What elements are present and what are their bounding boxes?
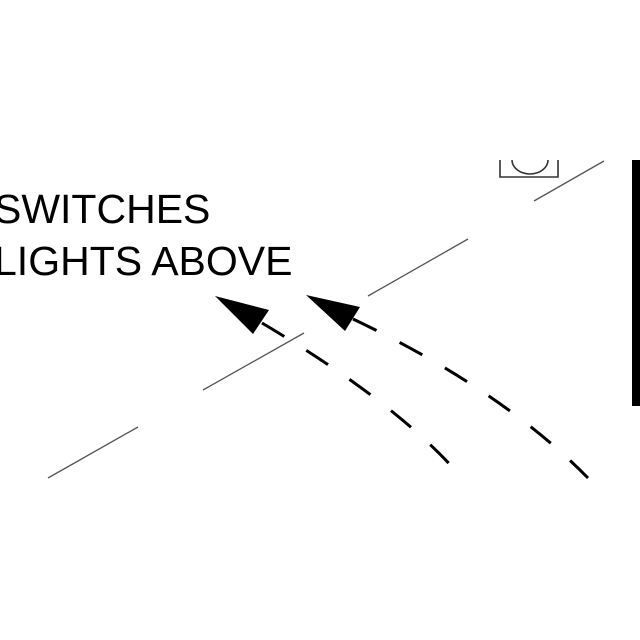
fixture-symbol — [499, 159, 559, 178]
switch-leg-right — [306, 295, 590, 480]
switch-leg-arrow — [215, 296, 269, 334]
fixture-arc — [511, 159, 549, 175]
dashed-switch-leg — [261, 321, 464, 479]
diagonal-line-seg-4 — [533, 160, 605, 202]
switch-leg-arrow — [306, 295, 360, 331]
note-text-line-2: LIGHTS ABOVE — [0, 238, 293, 284]
switch-leg-left — [215, 296, 464, 479]
dashed-switch-leg — [352, 317, 590, 480]
diagonal-line-seg-1 — [47, 426, 139, 479]
diagonal-line-seg-3 — [367, 238, 469, 297]
fixture-box — [499, 160, 559, 178]
note-text-line-1: SWITCHES — [0, 186, 211, 232]
diagonal-line — [47, 160, 605, 479]
diagonal-line-seg-2 — [202, 332, 305, 391]
